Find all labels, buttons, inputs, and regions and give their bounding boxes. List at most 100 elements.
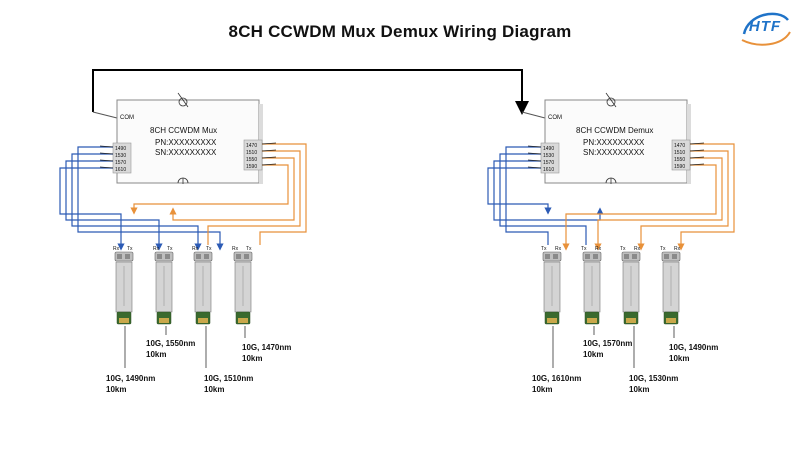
demux-right-port-4: 1590: [674, 164, 685, 170]
demux-sfp-module: Tx Rx: [581, 246, 602, 325]
demux-left-port-4: 1610: [543, 167, 554, 173]
mux-sfp-port-label: Rx: [113, 246, 120, 252]
demux-unit: COM 8CH CCWDM Demux PN:XXXXXXXXX SN:XXXX…: [487, 92, 735, 251]
demux-sfp-contacts: [547, 318, 557, 323]
demux-sfp-port-hole: [585, 254, 590, 259]
mux-sfp-port-label: Tx: [127, 246, 133, 252]
mux-spec-4-line1: 10G, 1470nm: [242, 343, 291, 352]
mux-right-port-3: 1550: [246, 157, 257, 163]
demux-sfp-port-label: Rx: [634, 246, 641, 252]
htf-logo: HTF: [738, 6, 792, 50]
mux-spec-4-line2: 10km: [242, 354, 262, 363]
mux-sfp-port-hole: [125, 254, 130, 259]
demux-left-port-2: 1530: [543, 153, 554, 159]
mux-spec-labels: 10G, 1490nm 10km 10G, 1550nm 10km 10G, 1…: [106, 326, 291, 394]
mux-spec-1-line2: 10km: [106, 385, 126, 394]
mux-spec-1-line1: 10G, 1490nm: [106, 374, 155, 383]
mux-com-lead: [92, 111, 118, 119]
demux-sfp-port-label: Tx: [660, 246, 666, 252]
mux-rx-wiring: [59, 146, 224, 251]
mux-sfp-module: Rx Tx: [113, 246, 134, 325]
demux-sfp-port-hole: [672, 254, 677, 259]
demux-sfp-port-hole: [624, 254, 629, 259]
demux-bottom-screw-icon: [605, 177, 617, 184]
demux-port-leads: [527, 142, 705, 169]
mux-tx-wiring: [130, 143, 307, 245]
mux-sfp-port-hole: [196, 254, 201, 259]
demux-box: [544, 99, 688, 184]
mux-sfp-contacts: [238, 318, 248, 323]
demux-sfp-port-label: Tx: [541, 246, 547, 252]
demux-top-screw-icon: [605, 92, 617, 108]
mux-left-port-1: 1490: [115, 146, 126, 152]
demux-pn: PN:XXXXXXXXX: [583, 138, 645, 147]
mux-right-port-block: [243, 139, 263, 171]
demux-name: 8CH CCWDM Demux: [576, 126, 653, 135]
demux-sfp-contacts: [587, 318, 597, 323]
mux-spec-3-line1: 10G, 1510nm: [204, 374, 253, 383]
com-trunk-fiber: [92, 69, 529, 115]
mux-sfp-port-hole: [157, 254, 162, 259]
demux-sfp-module: Tx Rx: [620, 246, 641, 325]
mux-sfp-port-hole: [236, 254, 241, 259]
demux-right-port-1: 1470: [674, 143, 685, 149]
demux-com-lead: [521, 111, 546, 119]
mux-sfp-contacts: [198, 318, 208, 323]
mux-sfp-port-label: Tx: [167, 246, 173, 252]
mux-sfp-port-hole: [244, 254, 249, 259]
mux-sfp-contacts: [159, 318, 169, 323]
mux-pn: PN:XXXXXXXXX: [155, 138, 217, 147]
mux-sfp-module: Rx Tx: [192, 246, 213, 325]
mux-spec-3-line2: 10km: [204, 385, 224, 394]
logo-text: HTF: [748, 18, 782, 35]
demux-left-port-1: 1490: [543, 146, 554, 152]
demux-spec-4-line1: 10G, 1490nm: [669, 343, 718, 352]
demux-right-port-block: [671, 139, 691, 171]
demux-spec-labels: 10G, 1610nm 10km 10G, 1570nm 10km 10G, 1…: [532, 326, 718, 394]
demux-sfp-port-hole: [632, 254, 637, 259]
demux-right-port-2: 1510: [674, 150, 685, 156]
mux-sfp-port-hole: [204, 254, 209, 259]
demux-left-wiring: [487, 146, 604, 245]
demux-sfp-port-label: Rx: [595, 246, 602, 252]
demux-spec-3-line2: 10km: [629, 385, 649, 394]
mux-unit: COM 8CH CCWDM Mux PN:XXXXXXXXX SN:XXXXXX…: [59, 92, 307, 251]
mux-right-port-1: 1470: [246, 143, 257, 149]
demux-left-port-3: 1570: [543, 160, 554, 166]
demux-sfp-port-label: Rx: [555, 246, 562, 252]
demux-spec-4-line2: 10km: [669, 354, 689, 363]
mux-name: 8CH CCWDM Mux: [150, 126, 217, 135]
mux-sfp-port-label: Rx: [192, 246, 199, 252]
demux-sfp-port-hole: [553, 254, 558, 259]
demux-spec-1-line1: 10G, 1610nm: [532, 374, 581, 383]
demux-sfp-port-label: Rx: [674, 246, 681, 252]
demux-sfp-contacts: [666, 318, 676, 323]
demux-spec-2-line1: 10G, 1570nm: [583, 339, 632, 348]
demux-sfp-port-label: Tx: [620, 246, 626, 252]
mux-left-port-3: 1570: [115, 160, 126, 166]
page-title: 8CH CCWDM Mux Demux Wiring Diagram: [228, 22, 572, 41]
demux-right-wiring: [562, 143, 735, 251]
demux-sn: SN:XXXXXXXXX: [583, 148, 645, 157]
demux-transceivers: Tx Rx Tx Rx Tx Rx Tx Rx: [541, 246, 681, 325]
mux-bottom-screw-icon: [177, 177, 189, 184]
mux-spec-2-line2: 10km: [146, 350, 166, 359]
mux-top-screw-icon: [177, 92, 189, 108]
demux-sfp-port-hole: [545, 254, 550, 259]
mux-sn: SN:XXXXXXXXX: [155, 148, 217, 157]
mux-spec-2-line1: 10G, 1550nm: [146, 339, 195, 348]
mux-left-port-4: 1610: [115, 167, 126, 173]
mux-box: [116, 99, 260, 184]
mux-sfp-port-hole: [117, 254, 122, 259]
mux-sfp-port-label: Tx: [206, 246, 212, 252]
demux-sfp-contacts: [626, 318, 636, 323]
demux-right-port-3: 1550: [674, 157, 685, 163]
demux-sfp-module: Tx Rx: [660, 246, 681, 325]
mux-sfp-port-label: Rx: [232, 246, 239, 252]
logo-swirl-icon: [741, 12, 791, 46]
demux-sfp-port-label: Tx: [581, 246, 587, 252]
